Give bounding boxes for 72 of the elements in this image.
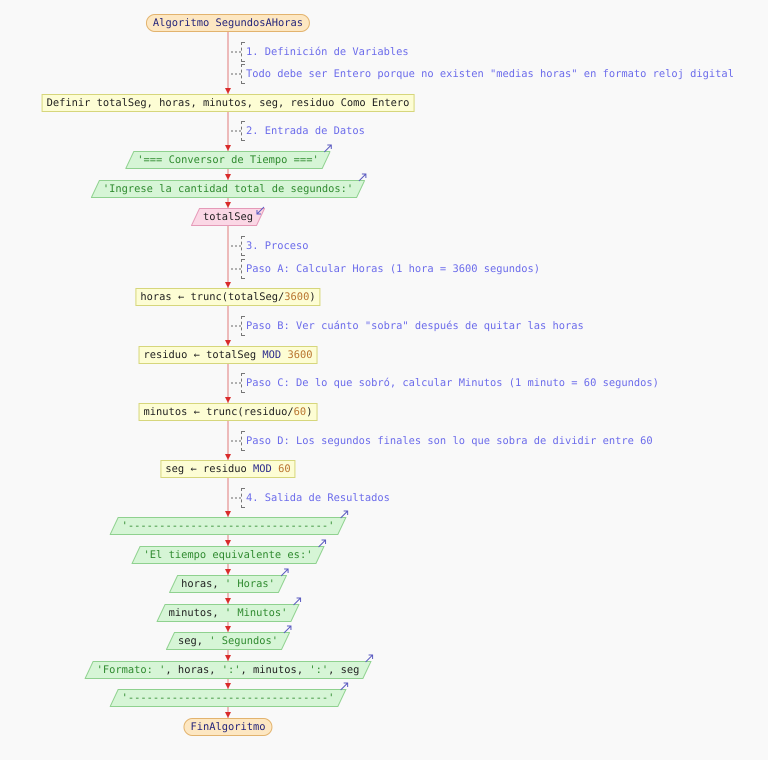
comment-bracket <box>241 316 584 336</box>
comment-bracket <box>241 121 365 141</box>
flow-arrow <box>225 622 231 632</box>
process-box <box>138 403 318 421</box>
flow-arrow <box>225 112 231 152</box>
comment-bracket <box>241 373 659 393</box>
output-text: seg, ' Segundos' <box>178 636 278 646</box>
output-parallelogram <box>169 575 287 593</box>
assignment-text: minutos ← trunc(residuo/60) <box>144 406 312 418</box>
input-parallelogram <box>190 208 266 226</box>
output-parallelogram <box>156 604 300 622</box>
comment-text: 4. Salida de Resultados <box>246 492 390 504</box>
flow-arrow <box>225 198 231 208</box>
comment-text: Todo debe ser Entero porque no existen "medias horas" en formato reloj digital <box>246 68 734 80</box>
output-text: '--------------------------------' <box>122 520 334 532</box>
flow-arrow <box>225 706 231 718</box>
comment-bracket <box>241 236 309 256</box>
output-parallelogram <box>132 546 324 564</box>
terminal-text: Algoritmo SegundosAHoras <box>152 18 304 28</box>
comment-bracket <box>241 431 653 451</box>
flow-arrow <box>225 306 231 346</box>
flow-arrow <box>225 168 231 180</box>
output-parallelogram <box>84 661 372 679</box>
flow-arrow <box>225 534 231 546</box>
output-parallelogram <box>90 180 366 198</box>
output-text: '--------------------------------' <box>122 692 334 704</box>
comment-text: Paso B: Ver cuánto "sobra" después de quitar las horas <box>246 320 584 332</box>
terminal-text: FinAlgoritmo <box>190 722 266 732</box>
process-box <box>138 346 318 364</box>
output-text: minutos, ' Minutos' <box>168 608 288 618</box>
input-text: totalSeg <box>202 212 254 222</box>
leader-line <box>228 268 242 270</box>
output-text: horas, ' Horas' <box>181 578 275 590</box>
leader-line <box>228 440 242 442</box>
terminal-pill <box>146 14 310 32</box>
comment-bracket <box>241 64 734 84</box>
assignment-text: residuo ← totalSeg MOD 3600 <box>144 350 312 360</box>
terminal-pill <box>183 718 273 736</box>
comment-text: 1. Definición de Variables <box>246 46 409 58</box>
process-box <box>135 288 321 306</box>
comment-text: Paso D: Los segundos finales son lo que sobra de dividir entre 60 <box>246 436 653 446</box>
flow-arrow <box>225 592 231 604</box>
output-parallelogram <box>166 632 290 650</box>
process-box <box>160 460 296 478</box>
flow-arrow <box>225 478 231 518</box>
flow-arrow <box>225 364 231 404</box>
output-text: 'Formato: ', horas, ':', minutos, ':', seg <box>96 664 360 676</box>
comment-text: Paso A: Calcular Horas (1 hora = 3600 segundos) <box>246 264 540 274</box>
flow-arrow <box>225 420 231 460</box>
assignment-text: seg ← residuo MOD 60 <box>165 464 291 474</box>
output-text: 'Ingrese la cantidad total de segundos:' <box>102 184 354 194</box>
comment-bracket <box>241 259 540 279</box>
assignment-text: Definir totalSeg, horas, minutos, seg, residuo Como Entero <box>46 98 410 108</box>
output-parallelogram <box>110 689 346 707</box>
comment-text: 3. Proceso <box>246 240 309 252</box>
output-text: 'El tiempo equivalente es:' <box>144 550 312 560</box>
flow-arrow <box>225 678 231 690</box>
flow-arrow <box>225 32 231 94</box>
flow-arrow <box>225 226 231 288</box>
output-text: '=== Conversor de Tiempo ===' <box>137 154 319 166</box>
comment-bracket <box>241 42 409 62</box>
flow-arrow <box>225 564 231 576</box>
leader-line <box>228 382 242 384</box>
comment-text: Paso C: De lo que sobró, calcular Minutos (1 minuto = 60 segundos) <box>246 378 659 388</box>
process-box <box>42 94 414 112</box>
output-parallelogram <box>110 517 346 535</box>
leader-line <box>228 130 242 132</box>
assignment-text: horas ← trunc(totalSeg/3600) <box>140 292 316 302</box>
comment-bracket <box>241 488 390 508</box>
flow-arrow <box>225 650 231 662</box>
comment-text: 2. Entrada de Datos <box>246 126 365 136</box>
output-parallelogram <box>125 151 331 169</box>
